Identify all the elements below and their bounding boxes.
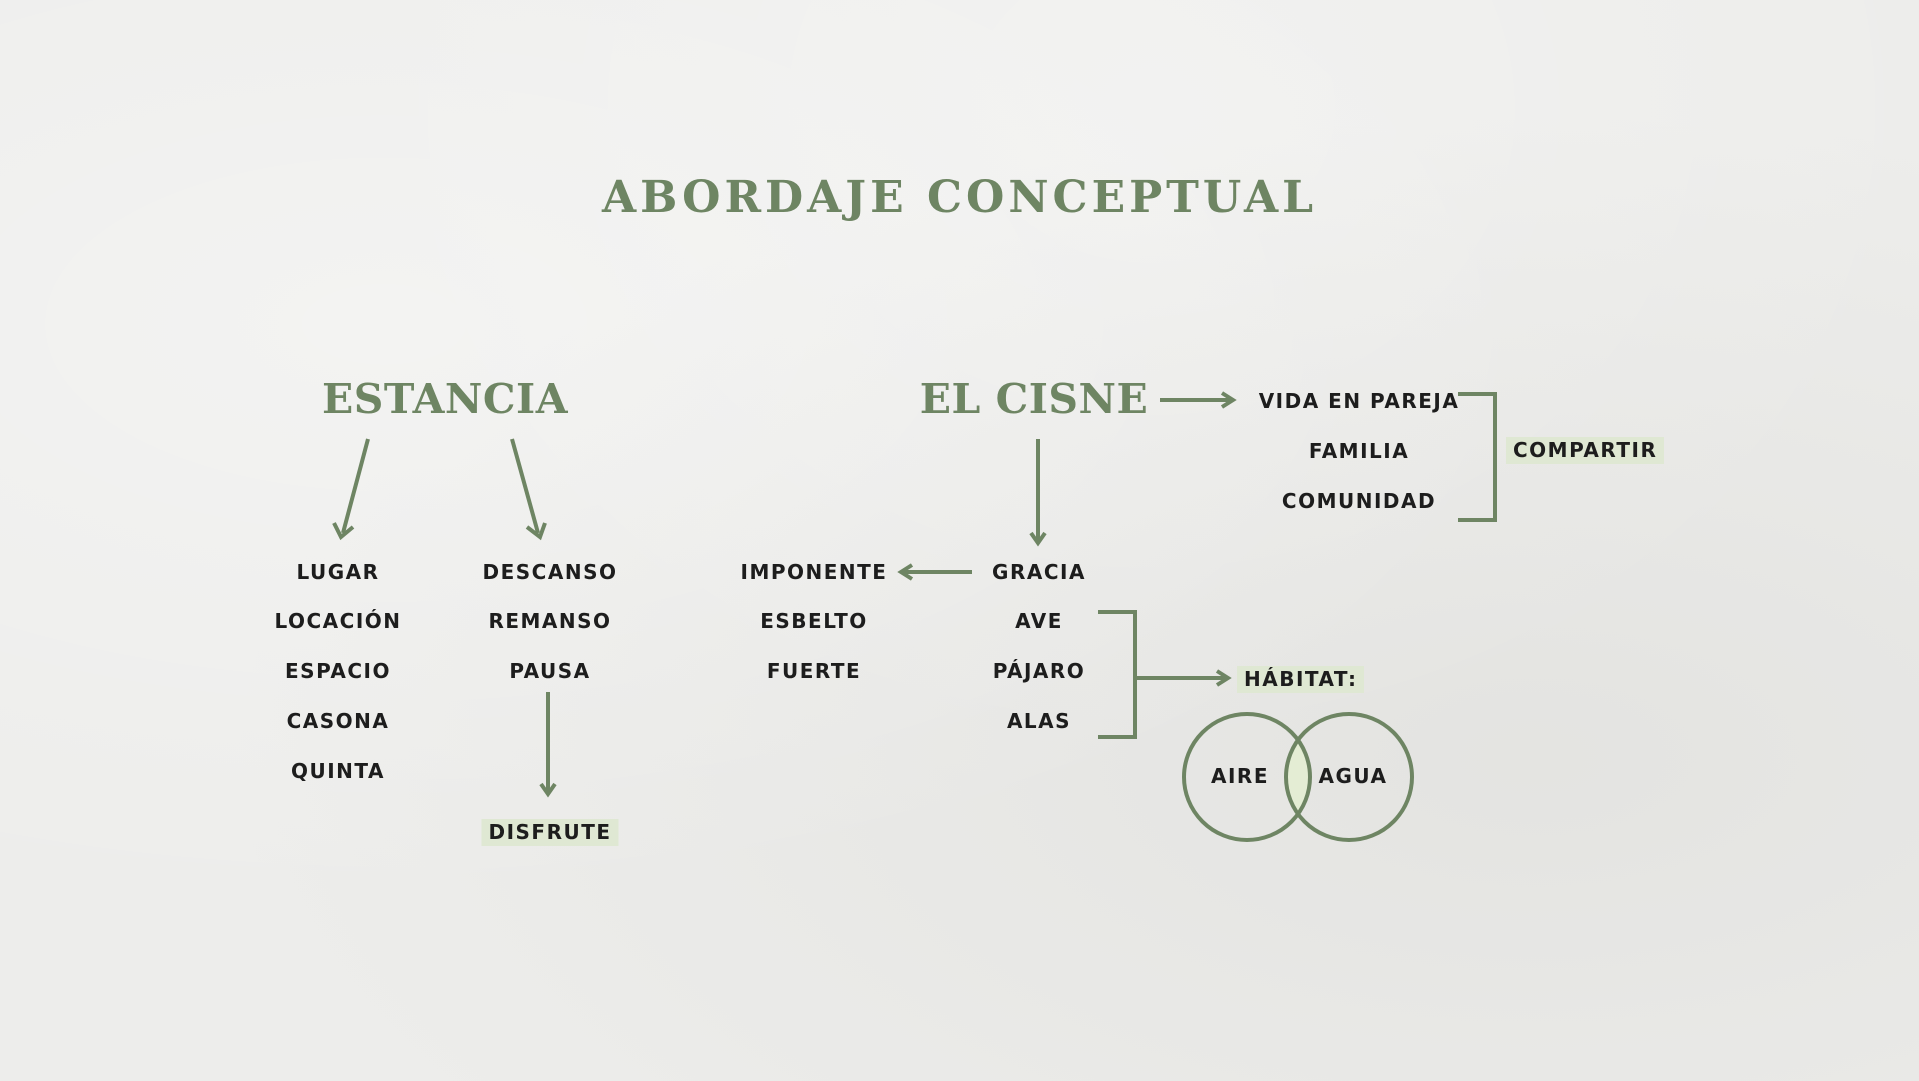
word-familia: FAMILIA <box>1308 439 1410 463</box>
arrowhead-pausa-to-disfrute <box>539 782 557 798</box>
word-ave: AVE <box>1015 609 1063 633</box>
arrowhead-gracia-to-imponente <box>897 563 914 581</box>
word-remanso: REMANSO <box>488 609 612 633</box>
arrowhead-estancia-to-lugar <box>332 522 355 541</box>
word-disfrute: DISFRUTE <box>481 819 619 846</box>
word-descanso: DESCANSO <box>482 560 618 584</box>
heading-estancia: ESTANCIA <box>321 375 569 423</box>
word-locacion: LOCACIÓN <box>274 609 402 633</box>
word-compartir: COMPARTIR <box>1506 437 1665 464</box>
venn-label-agua: AGUA <box>1318 764 1388 788</box>
arrowhead-cisne-to-gracia <box>1029 531 1047 547</box>
word-pajaro: PÁJARO <box>992 659 1086 683</box>
word-esbelto: ESBELTO <box>760 609 868 633</box>
word-casona: CASONA <box>286 709 390 733</box>
bracket-comunidad-group <box>1458 392 1497 522</box>
venn-circle-agua <box>1284 712 1414 842</box>
word-espacio: ESPACIO <box>285 659 391 683</box>
word-habitat: HÁBITAT: <box>1237 666 1365 693</box>
venn-label-aire: AIRE <box>1211 764 1269 788</box>
word-fuerte: FUERTE <box>766 659 862 683</box>
word-alas: ALAS <box>1006 709 1072 733</box>
word-pausa: PAUSA <box>509 659 591 683</box>
arrow-estancia-to-lugar <box>341 438 370 534</box>
arrow-estancia-to-descanso <box>510 438 540 534</box>
arrowhead-cisne-to-vida <box>1220 391 1237 409</box>
page-title: ABORDAJE CONCEPTUAL <box>601 172 1318 223</box>
word-lugar: LUGAR <box>296 560 380 584</box>
word-imponente: IMPONENTE <box>740 560 888 584</box>
word-vida-en-pareja: VIDA EN PAREJA <box>1258 389 1460 413</box>
arrowhead-estancia-to-descanso <box>525 522 547 541</box>
bracket-ave-group <box>1098 610 1137 739</box>
heading-el-cisne: EL CISNE <box>919 375 1149 423</box>
word-comunidad: COMUNIDAD <box>1281 489 1437 513</box>
word-gracia: GRACIA <box>992 560 1086 584</box>
arrowhead-to-habitat <box>1215 669 1232 687</box>
venn-circle-aire <box>1182 712 1312 842</box>
word-quinta: QUINTA <box>291 759 385 783</box>
